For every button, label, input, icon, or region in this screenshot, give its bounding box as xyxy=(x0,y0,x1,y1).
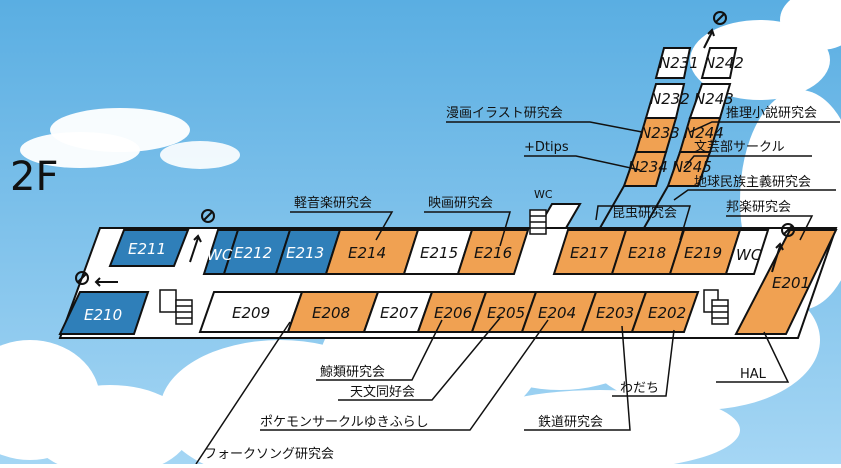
callout-folk: フォークソング研究会 xyxy=(204,447,334,462)
label-E202: E202 xyxy=(648,304,686,322)
stairs-icon xyxy=(159,209,729,325)
callout-pokemon: ポケモンサークルゆきふらし xyxy=(260,415,429,430)
label-E203: E203 xyxy=(596,304,634,322)
label-N234: N234 xyxy=(628,158,668,176)
callout-wadachi: わだち xyxy=(620,381,659,396)
label-E214: E214 xyxy=(348,244,386,262)
room-E201 xyxy=(734,229,838,335)
floor-label: 2F xyxy=(10,154,58,200)
callout-lines xyxy=(195,121,840,465)
callout-keion: 軽音楽研究会 xyxy=(294,195,372,211)
room-N242 xyxy=(700,47,738,79)
label-E217: E217 xyxy=(570,244,609,262)
label-N244: N244 xyxy=(684,124,724,142)
label-N243: N243 xyxy=(694,90,734,108)
label-E216: E216 xyxy=(474,244,512,262)
label-N233: N233 xyxy=(640,124,680,142)
no-entry-icon xyxy=(75,11,795,285)
callout-kujira: 鯨類研究会 xyxy=(320,365,385,380)
top-row xyxy=(108,229,838,335)
label-E204: E204 xyxy=(538,304,576,322)
callout-tetsudo: 鉄道研究会 xyxy=(538,415,603,430)
label-E212: E212 xyxy=(234,244,272,262)
label-E201: E201 xyxy=(772,274,810,292)
room-labels: E211 WC E212 E213 E214 E215 E216 E217 E2… xyxy=(84,54,810,324)
label-N245: N245 xyxy=(672,158,712,176)
room-E211 xyxy=(108,229,190,267)
room-E216 xyxy=(456,229,530,275)
label-E210: E210 xyxy=(84,306,122,324)
label-E205: E205 xyxy=(487,304,525,322)
label-E211: E211 xyxy=(128,240,166,258)
callout-suiri: 推理小説研究会 xyxy=(726,105,817,121)
label-N242: N242 xyxy=(704,54,744,72)
one-way-arrow-icon xyxy=(94,28,784,287)
label-N232: N232 xyxy=(650,90,690,108)
label-E209: E209 xyxy=(232,304,270,322)
label-E215: E215 xyxy=(420,244,458,262)
room-N245 xyxy=(666,151,712,187)
label-E219: E219 xyxy=(684,244,722,262)
label-E208: E208 xyxy=(312,304,350,322)
callout-chikyu: 地球民族主義研究会 xyxy=(694,174,811,190)
room-WC-e xyxy=(724,229,770,275)
label-E207: E207 xyxy=(380,304,419,322)
room-N231 xyxy=(654,47,692,79)
north-corridor xyxy=(599,185,625,229)
label-WC-w: WC xyxy=(207,246,233,264)
callout-tenmon: 天文同好会 xyxy=(350,385,415,400)
label-WC-e: WC xyxy=(736,246,762,264)
bottom-row xyxy=(58,291,700,335)
label-E213: E213 xyxy=(286,244,324,262)
room-E210 xyxy=(58,291,150,335)
callout-hogaku: 邦楽研究会 xyxy=(726,199,791,215)
north-wing xyxy=(536,47,738,229)
label-E218: E218 xyxy=(628,244,666,262)
callout-manga: 漫画イラスト研究会 xyxy=(446,106,563,121)
label-E206: E206 xyxy=(434,304,472,322)
callout-bungei: 文芸部サークル xyxy=(694,139,785,155)
room-N234 xyxy=(622,151,668,187)
callout-labels: 漫画イラスト研究会 推理小説研究会 +Dtips 文芸部サークル 地球民族主義研… xyxy=(204,105,817,462)
room-E202 xyxy=(630,291,700,333)
callout-hal: HAL xyxy=(740,367,767,382)
callout-konchu: 昆虫研究会 xyxy=(612,206,677,221)
label-N231: N231 xyxy=(659,54,699,72)
label-WC-n: WC xyxy=(534,188,553,201)
callout-eiga: 映画研究会 xyxy=(428,196,493,211)
callout-dtips: +Dtips xyxy=(524,140,569,155)
